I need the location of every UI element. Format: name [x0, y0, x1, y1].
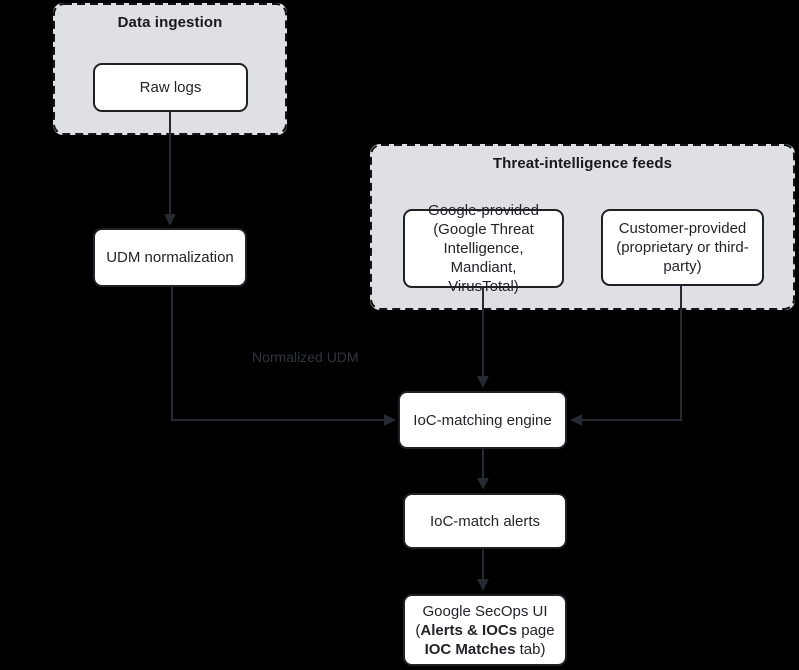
group-data-ingestion-title: Data ingestion — [117, 14, 223, 31]
node-google-provided: Google-provided (Google Threat Intellige… — [403, 202, 564, 295]
node-google-provided-label: Google-provided (Google Threat Intellige… — [428, 202, 539, 295]
secops-ui-line1: Google SecOps UI — [422, 602, 548, 620]
group-threat-intelligence-feeds-title: Threat-intelligence feeds — [492, 155, 673, 172]
secops-ui-line2-bold: Alerts & IOCs — [420, 621, 518, 639]
node-customer-provided: Customer-provided (proprietary or third-… — [601, 209, 764, 286]
node-ioc-match-alerts-label: IoC-match alerts — [429, 512, 541, 530]
edge-label-normalized-udm: Normalized UDM — [252, 349, 359, 365]
node-customer-provided-label: Customer-provided (proprietary or third-… — [616, 220, 749, 275]
node-raw-logs: Raw logs — [93, 63, 248, 112]
node-raw-logs-label: Raw logs — [139, 79, 202, 96]
node-udm-normalization: UDM normalization — [93, 228, 247, 287]
node-ioc-match-alerts: IoC-match alerts — [403, 493, 567, 549]
node-ioc-matching-engine-label: IoC-matching engine — [413, 411, 552, 429]
secops-ui-line2-pre: ( — [415, 621, 421, 639]
node-ioc-matching-engine: IoC-matching engine — [398, 391, 567, 449]
secops-ui-line3-bold: IOC Matches — [424, 640, 516, 658]
node-udm-normalization-label: UDM normalization — [106, 249, 234, 266]
secops-ui-line3-post: tab) — [515, 640, 546, 658]
secops-ui-line2-post: page — [517, 621, 555, 639]
